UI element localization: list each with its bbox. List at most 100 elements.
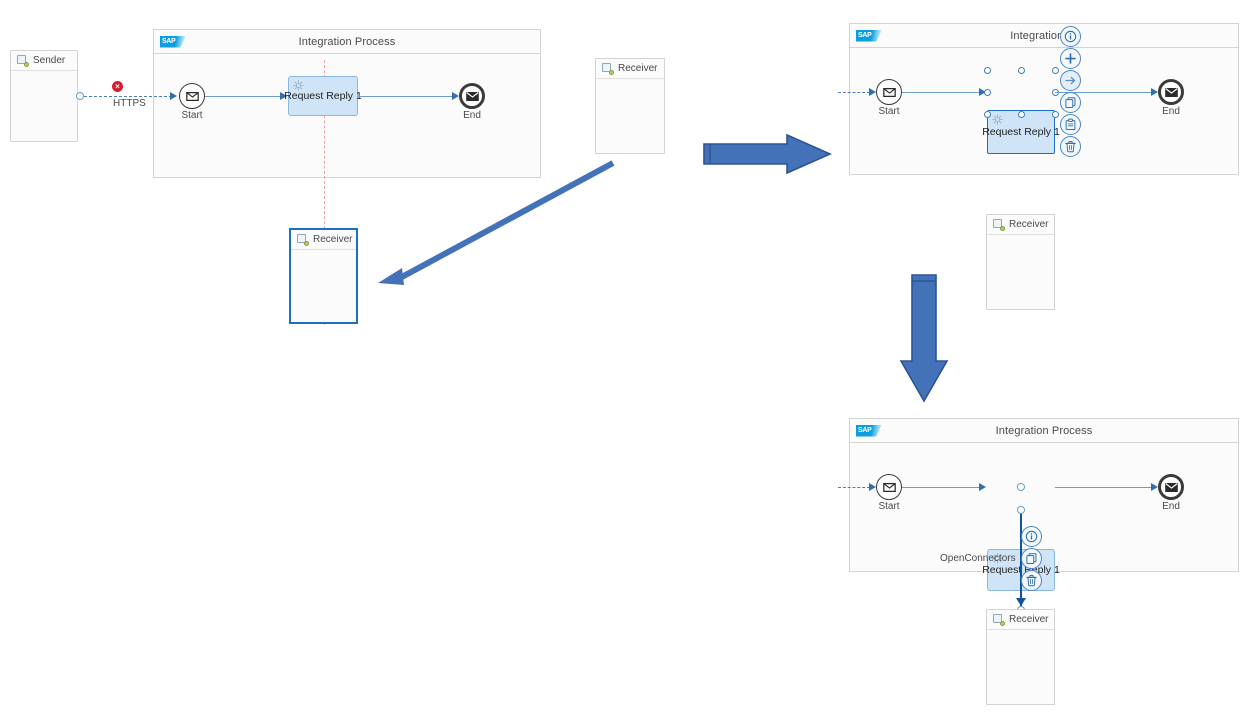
resize-handle-n[interactable]	[1017, 66, 1025, 74]
receiver-header-top-right: Receiver	[987, 215, 1054, 235]
start-event-bottom-right[interactable]	[876, 474, 902, 500]
pool-header-top-right: SAP Integration Pr	[850, 24, 1238, 48]
paste-glyph	[1065, 118, 1076, 131]
copy-icon-bottom[interactable]	[1021, 548, 1042, 569]
sequence-flow-start-task-top-right[interactable]	[902, 92, 982, 93]
receiver-header-bottom-right: Receiver	[987, 610, 1054, 630]
resize-handle-se[interactable]	[1051, 110, 1059, 118]
envelope-icon	[185, 91, 199, 101]
info-glyph	[1025, 530, 1038, 543]
end-event-label-bottom-right: End	[1162, 501, 1180, 512]
message-flow-arrowhead-down	[1016, 598, 1026, 606]
resize-handle-nw[interactable]	[983, 66, 991, 74]
sequence-flow-start-task[interactable]	[205, 96, 281, 97]
sequence-flow-arrowhead-top-right	[979, 87, 986, 96]
sender-connection-point[interactable]	[76, 92, 84, 100]
step-arrow-right	[703, 133, 832, 175]
message-flow-https[interactable]	[84, 96, 172, 97]
message-flow-inbound-top-right[interactable]	[838, 92, 870, 93]
sender-participant-top-left[interactable]: Sender	[10, 50, 78, 142]
participant-icon	[993, 219, 1005, 231]
sequence-flow-arrowhead-end-bottom-right	[1151, 482, 1158, 491]
receiver-header: Receiver	[596, 59, 664, 79]
start-event-label-top-right: Start	[878, 106, 900, 117]
gear-icon	[293, 80, 304, 91]
request-reply-task-top-left[interactable]: Request Reply 1	[284, 76, 362, 116]
arrow-right-icon[interactable]	[1060, 70, 1081, 91]
info-glyph	[1064, 30, 1077, 43]
delete-icon-bottom[interactable]	[1021, 570, 1042, 591]
pool-title-bottom-right: Integration Process	[995, 424, 1093, 437]
receiver-header-selected: Receiver	[291, 230, 356, 250]
message-flow-arrowhead-bottom-right	[869, 482, 876, 491]
error-badge[interactable]: ×	[112, 81, 123, 92]
participant-icon	[993, 614, 1005, 626]
task-connection-point-bottom[interactable]	[1017, 506, 1025, 514]
sequence-flow-start-task-bottom-right[interactable]	[902, 487, 982, 488]
receiver-participant-top-right[interactable]: Receiver	[986, 214, 1055, 310]
resize-handle-ne[interactable]	[1051, 66, 1059, 74]
message-flow-arrowhead-top-right	[869, 87, 876, 96]
sender-label: Sender	[33, 55, 66, 66]
envelope-icon	[1164, 482, 1178, 492]
plus-glyph	[1065, 53, 1076, 64]
end-event-label: End	[463, 110, 481, 121]
alignment-guide-vertical	[324, 60, 325, 325]
envelope-icon	[465, 91, 479, 101]
receiver-label-bottom-right: Receiver	[1009, 614, 1049, 625]
participant-icon	[602, 63, 614, 75]
sender-header: Sender	[11, 51, 77, 71]
participant-icon	[297, 234, 309, 246]
sap-logo-icon: SAP	[856, 29, 882, 42]
receiver-participant-unplaced[interactable]: Receiver	[595, 58, 665, 154]
task-connection-point-mid[interactable]	[1017, 483, 1025, 491]
trash-glyph	[1026, 575, 1037, 587]
start-event-label-bottom-right: Start	[878, 501, 900, 512]
receiver-label-selected: Receiver	[313, 234, 353, 245]
sequence-flow-task-end-top-right[interactable]	[1055, 92, 1153, 93]
plus-icon[interactable]	[1060, 48, 1081, 69]
receiver-participant-bottom-right[interactable]: Receiver	[986, 609, 1055, 705]
resize-handle-sw[interactable]	[983, 110, 991, 118]
message-flow-arrowhead	[170, 91, 177, 100]
end-event-top-left[interactable]	[459, 83, 485, 109]
delete-icon[interactable]	[1060, 136, 1081, 157]
sequence-flow-arrowhead-end	[452, 91, 459, 100]
trash-glyph	[1065, 141, 1076, 153]
end-event-bottom-right[interactable]	[1158, 474, 1184, 500]
end-event-top-right[interactable]	[1158, 79, 1184, 105]
step-arrow-down	[899, 274, 949, 403]
start-event-top-right[interactable]	[876, 79, 902, 105]
receiver-label-top-right: Receiver	[1009, 219, 1049, 230]
pool-header: SAP Integration Process	[154, 30, 540, 54]
connection-label-https: HTTPS	[113, 98, 146, 109]
sequence-flow-arrowhead-bottom-right	[979, 482, 986, 491]
copy-glyph	[1026, 553, 1037, 565]
resize-handle-w[interactable]	[983, 88, 991, 96]
start-event-label: Start	[181, 110, 203, 121]
envelope-icon	[882, 482, 896, 492]
sequence-flow-task-end-bottom-right[interactable]	[1055, 487, 1153, 488]
drag-receiver-arrow	[378, 160, 615, 285]
info-icon[interactable]	[1060, 26, 1081, 47]
gear-icon	[992, 114, 1003, 125]
connection-label-openconnectors: OpenConnectors	[940, 553, 1016, 564]
receiver-participant-selected[interactable]: Receiver	[289, 228, 358, 324]
sap-logo-icon: SAP	[856, 424, 882, 437]
pool-header-bottom-right: SAP Integration Process	[850, 419, 1238, 443]
sequence-flow-task-end[interactable]	[358, 96, 454, 97]
pool-title: Integration Process	[298, 35, 396, 48]
paste-icon[interactable]	[1060, 114, 1081, 135]
task-label: Request Reply 1	[284, 90, 362, 102]
receiver-label: Receiver	[618, 63, 658, 74]
message-flow-inbound-bottom-right[interactable]	[838, 487, 870, 488]
participant-icon	[17, 55, 29, 67]
arrow-right-glyph	[1065, 76, 1076, 85]
end-event-label-top-right: End	[1162, 106, 1180, 117]
sap-logo-icon: SAP	[160, 35, 186, 48]
info-icon-bottom[interactable]	[1021, 526, 1042, 547]
resize-handle-s[interactable]	[1017, 110, 1025, 118]
start-event-top-left[interactable]	[179, 83, 205, 109]
copy-icon[interactable]	[1060, 92, 1081, 113]
